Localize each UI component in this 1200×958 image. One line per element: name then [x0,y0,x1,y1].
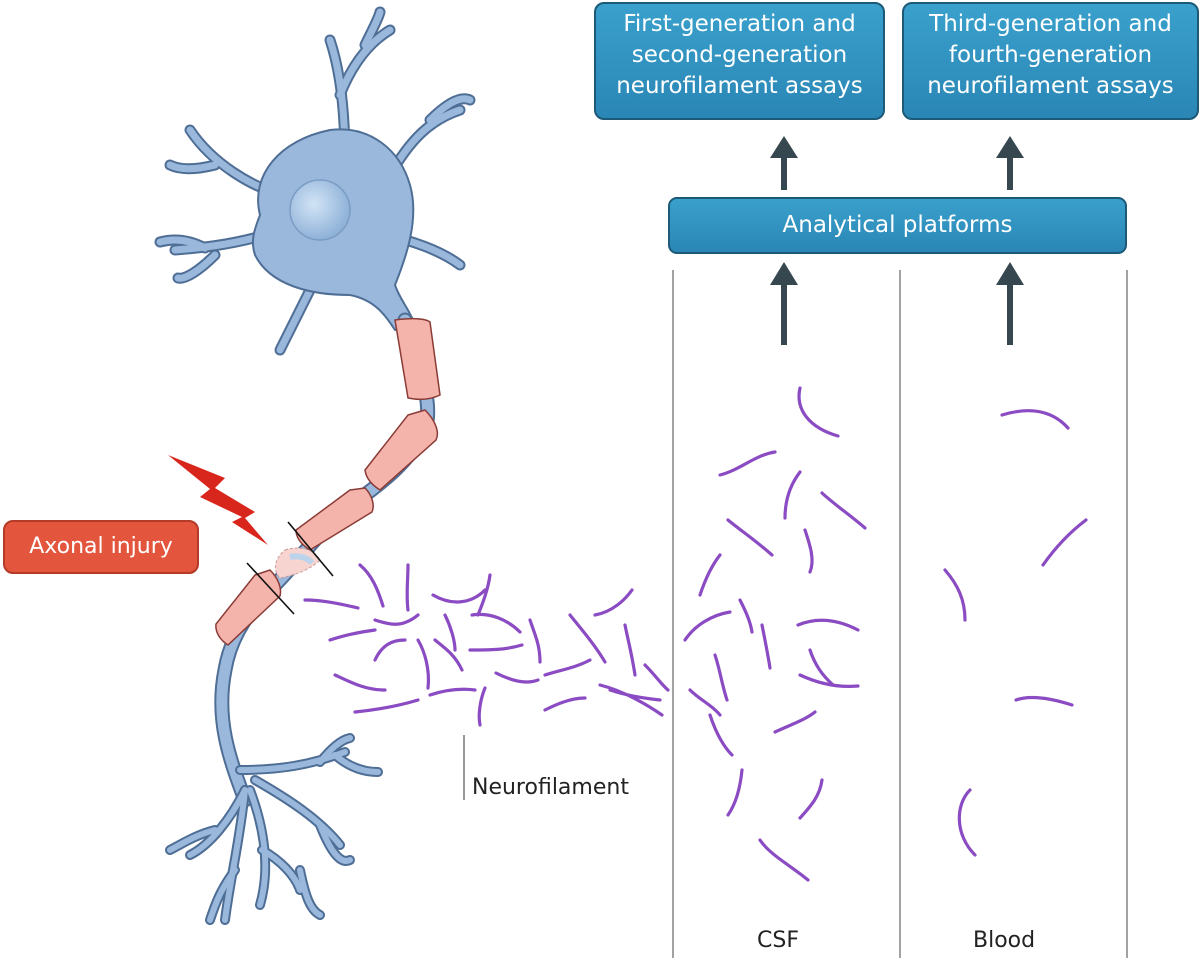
lightning-bolt-icon [168,455,268,545]
blood-column-label: Blood [973,928,1036,953]
up-arrow-icon [770,262,798,345]
injury-cut-line [246,562,295,615]
box-line: second-generation [631,42,848,68]
box-line: neurofilament assays [927,73,1174,99]
up-arrow-icon [996,136,1024,190]
neurofilament-label: Neurofilament [472,775,629,800]
up-arrow-icon [770,136,798,190]
neurofilaments-csf [683,386,867,882]
first-second-generation-assays-box: First-generation and second-generation n… [594,2,885,120]
injury-cut-line [287,521,334,577]
neurofilaments-blood [943,409,1088,857]
box-line: neurofilament assays [616,73,863,99]
box-line: First-generation and [623,11,856,37]
neurofilaments-released [303,563,670,727]
myelin-sheaths [215,317,441,646]
box-line: fourth-generation [948,42,1153,68]
csf-column-label: CSF [757,928,799,953]
axonal-injury-label: Axonal injury [3,520,199,574]
up-arrow-icon [996,262,1024,345]
analytical-platforms-bar: Analytical platforms [668,197,1127,254]
box-line: Third-generation and [929,11,1172,37]
nucleus [289,179,351,241]
third-fourth-generation-assays-box: Third-generation and fourth-generation n… [902,2,1199,120]
arrows [770,136,1024,345]
axon [214,312,436,808]
damaged-axon-segment [274,547,321,579]
